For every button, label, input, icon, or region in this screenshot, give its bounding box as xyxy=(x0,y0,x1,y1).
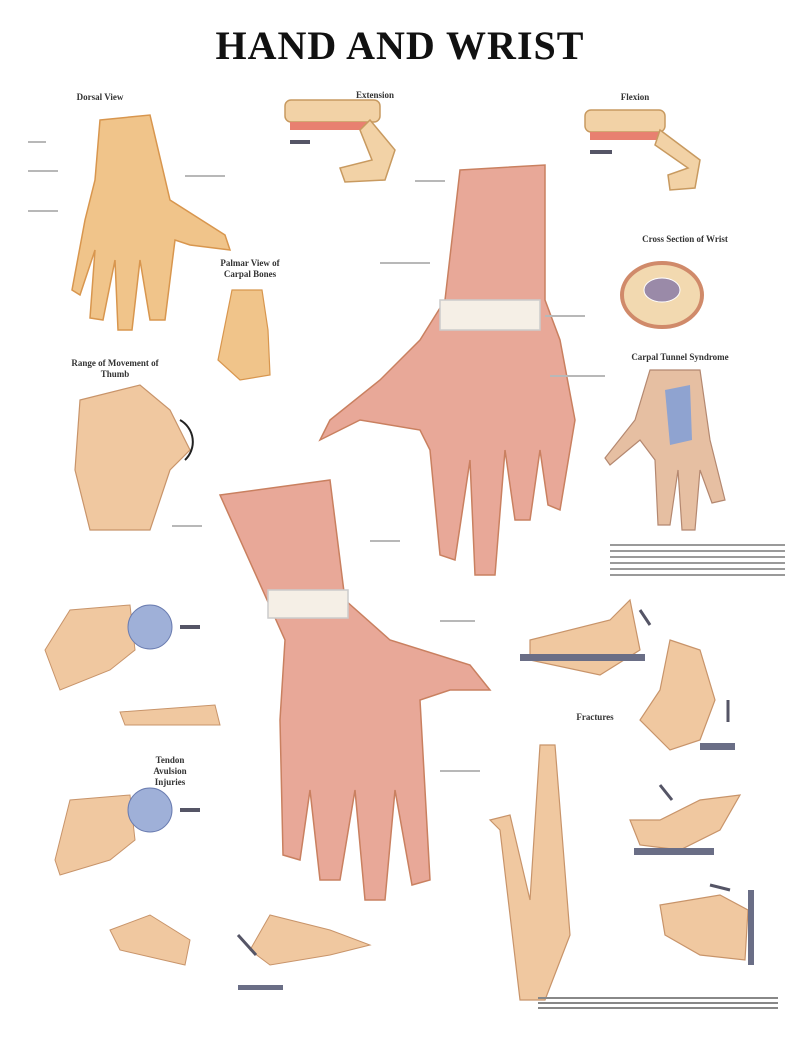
ball-grip-lower xyxy=(54,787,200,876)
fracture-illustrations xyxy=(488,598,754,1001)
ball-grip-upper xyxy=(44,604,200,691)
extension-finger xyxy=(284,99,396,183)
label-line xyxy=(545,315,585,317)
heading-carpal-tunnel: Carpal Tunnel Syndrome xyxy=(631,352,729,362)
palmar-hand-upper xyxy=(318,164,576,576)
dorsal-view-hand xyxy=(71,114,232,331)
finger-detail xyxy=(109,914,191,966)
label-line xyxy=(28,141,46,143)
label-line xyxy=(370,540,400,542)
label-line xyxy=(28,210,58,212)
heading-palmar-carpal: Palmar View of Carpal Bones xyxy=(220,258,280,279)
wrist-cross-section xyxy=(620,261,704,329)
poster-title: HAND AND WRIST xyxy=(215,23,585,68)
label-line xyxy=(440,620,475,622)
flexion-finger xyxy=(584,109,701,191)
copyright-notice xyxy=(538,994,778,1012)
label-line xyxy=(380,262,430,264)
heading-flexion: Flexion xyxy=(620,92,650,102)
carpal-tunnel-description xyxy=(610,540,785,580)
heading-extension: Extension xyxy=(355,90,394,100)
heading-fractures: Fractures xyxy=(576,712,614,722)
heading-tendon-avulsion: Tendon Avulsion Injuries xyxy=(153,755,187,787)
label-line xyxy=(550,375,605,377)
heading-thumb-range: Range of Movement of Thumb xyxy=(71,358,159,379)
heading-dorsal-view: Dorsal View xyxy=(76,92,124,102)
label-line xyxy=(172,525,202,527)
carpal-bones xyxy=(217,289,271,381)
finger-detail xyxy=(119,704,221,726)
carpal-tunnel-hand xyxy=(604,369,726,531)
tendon-injury-hand xyxy=(236,914,372,990)
label-line xyxy=(440,770,480,772)
dorsal-hand-lower xyxy=(218,479,492,901)
heading-cross-section: Cross Section of Wrist xyxy=(642,234,728,244)
label-line xyxy=(415,180,445,182)
thumb-range-hand xyxy=(74,384,194,531)
label-line xyxy=(28,170,58,172)
arrow-icon xyxy=(236,933,258,957)
label-line xyxy=(185,175,225,177)
